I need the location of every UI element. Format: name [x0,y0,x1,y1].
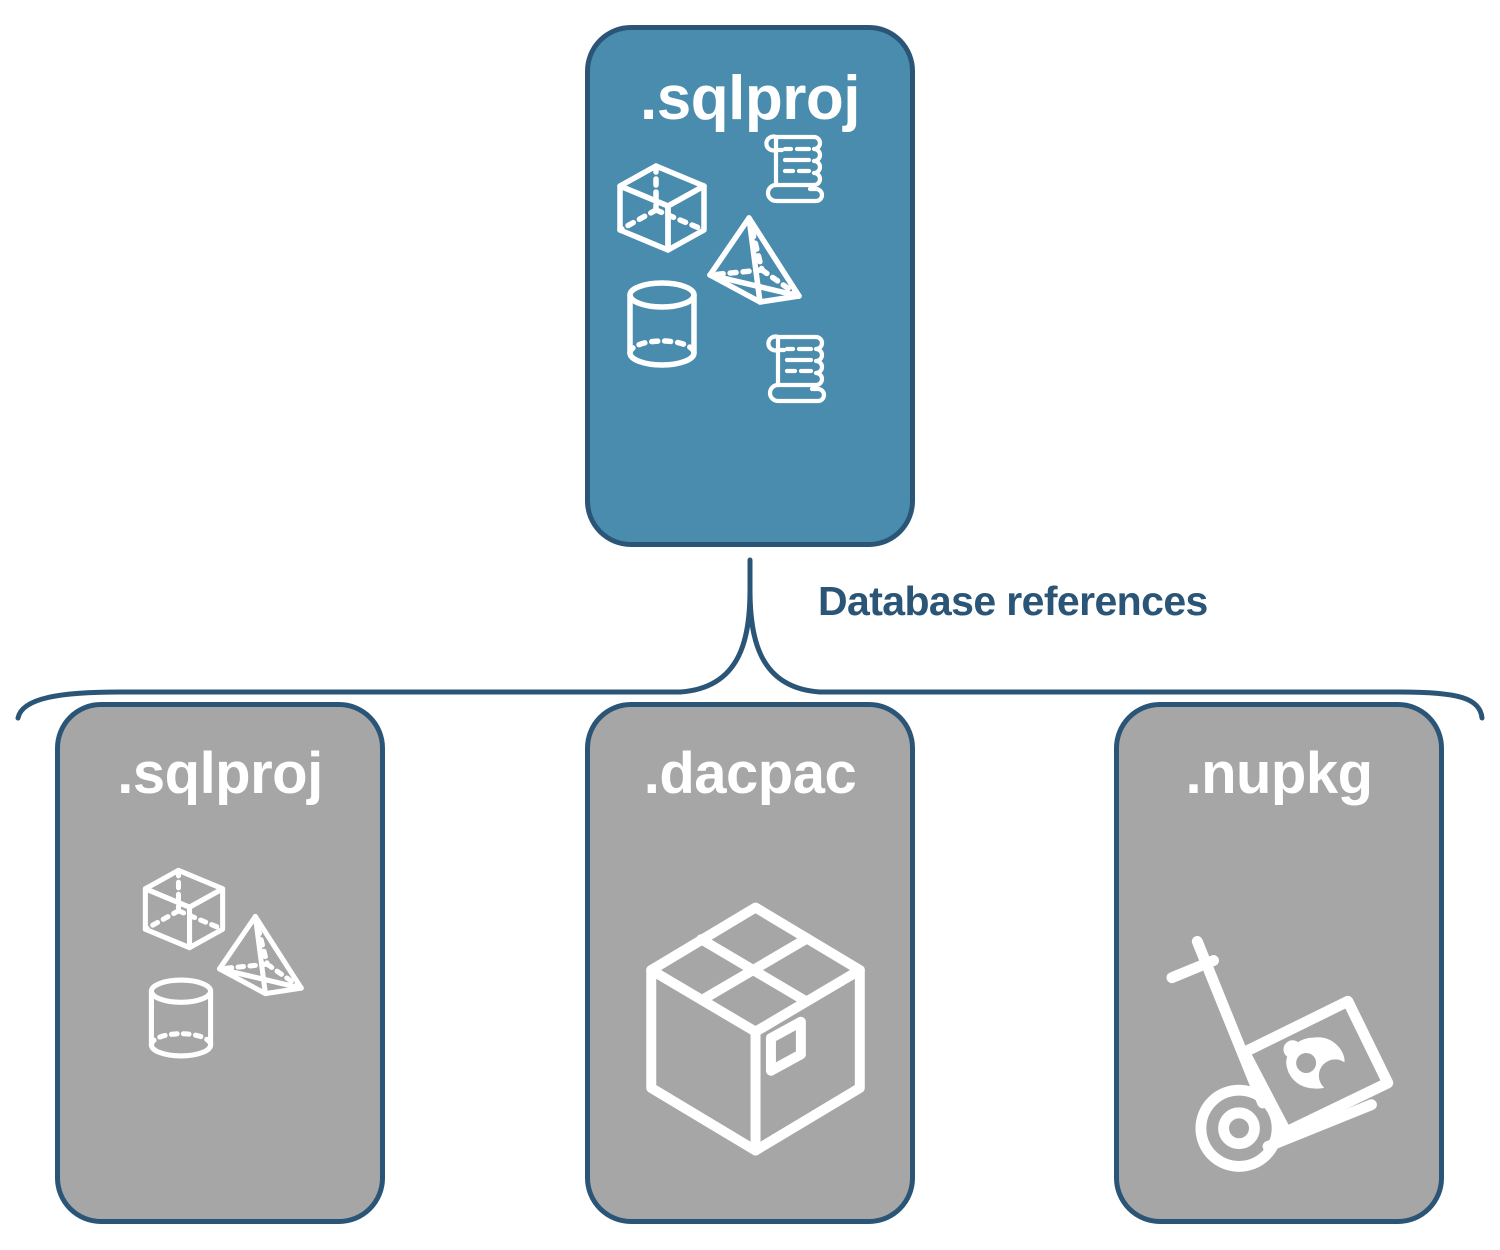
node-reference-nupkg-icon-group [1119,803,1439,1219]
node-root-icon-group [590,130,910,542]
cube-wireframe-icon [142,867,226,951]
scroll-script-icon [766,334,827,404]
node-reference-dacpac[interactable]: .dacpac [585,702,915,1224]
node-reference-sqlproj-icon-group [60,803,380,1219]
cylinder-wireframe-icon [148,977,214,1059]
node-reference-dacpac-title: .dacpac [643,741,857,806]
cylinder-wireframe-icon [627,280,697,368]
edge-label-database-references: Database references [818,578,1208,624]
node-root-sqlproj[interactable]: .sqlproj [585,25,915,547]
node-reference-nupkg[interactable]: .nupkg [1114,702,1444,1224]
cube-wireframe-icon [617,163,707,253]
shipping-box-icon [646,902,865,1156]
pyramid-wireframe-icon [216,913,304,997]
node-reference-sqlproj[interactable]: .sqlproj [55,702,385,1224]
node-reference-dacpac-icon-group [590,803,910,1219]
scroll-script-icon [764,134,825,204]
node-root-title: .sqlproj [640,64,860,133]
pyramid-wireframe-icon [707,215,802,305]
hand-truck-package-icon [1166,935,1394,1172]
node-reference-sqlproj-title: .sqlproj [117,741,323,806]
node-reference-nupkg-title: .nupkg [1185,741,1373,806]
